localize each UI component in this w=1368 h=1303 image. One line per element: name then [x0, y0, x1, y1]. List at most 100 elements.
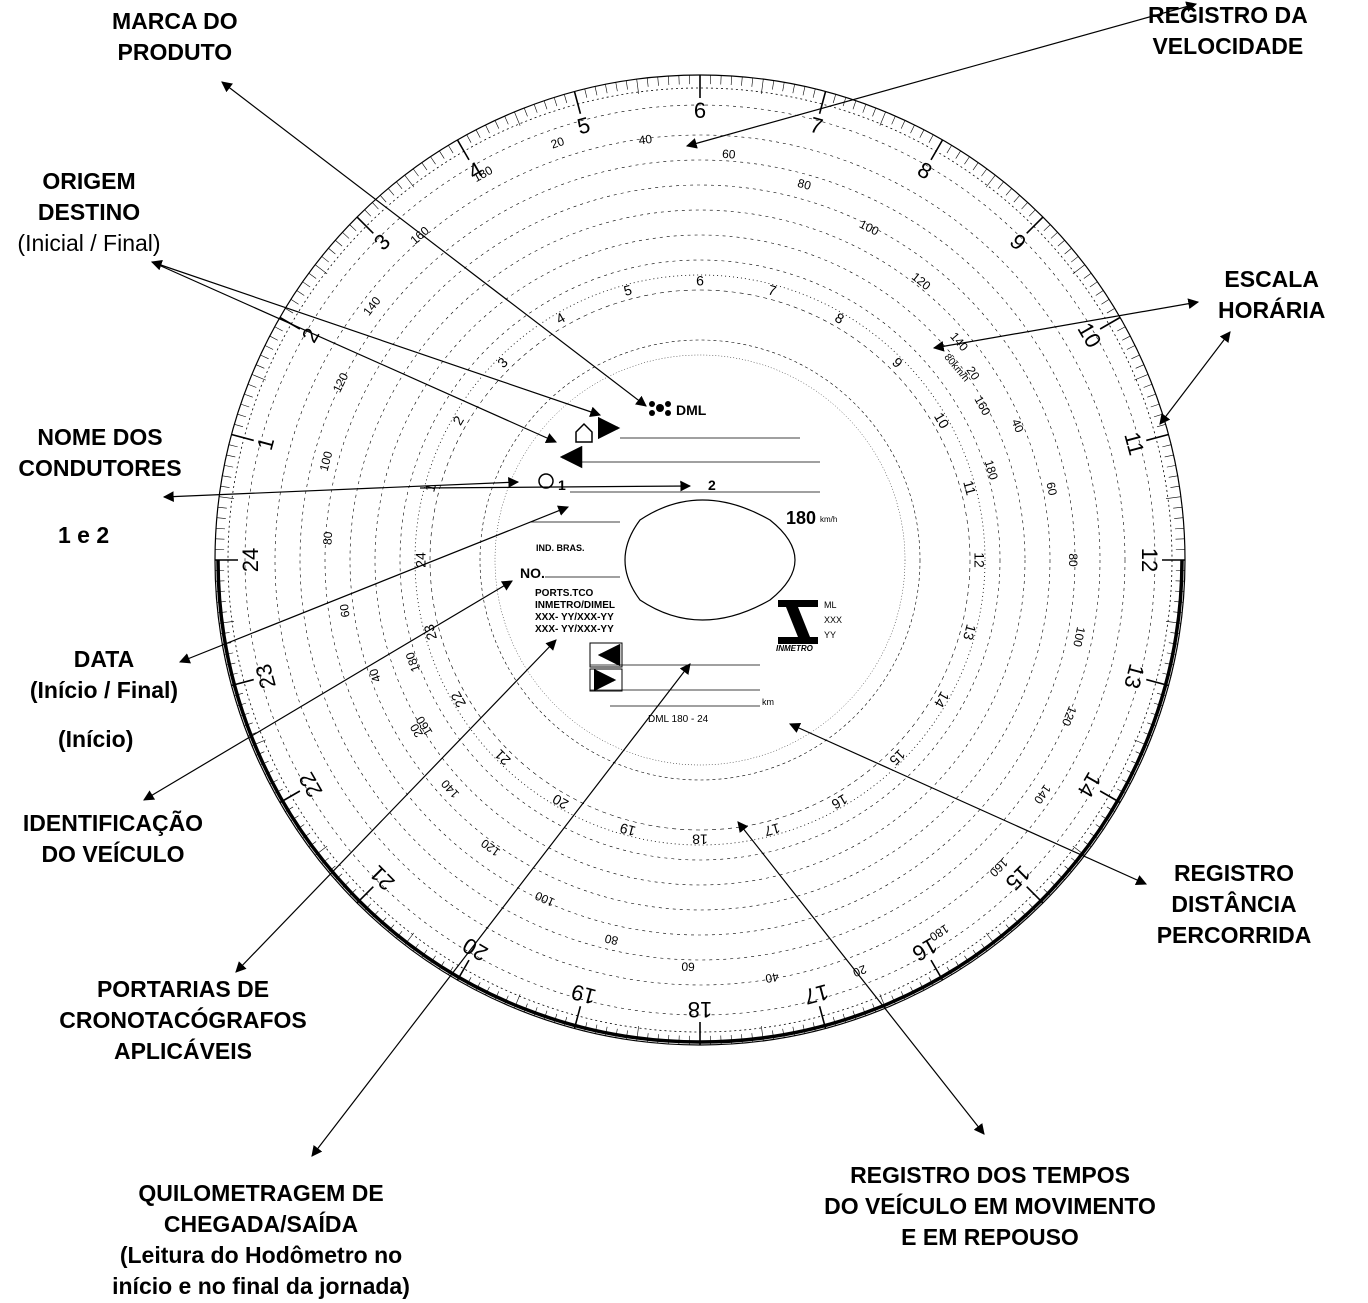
inmetro-codes: ML XXX YY — [824, 598, 842, 643]
inner-hour-label-11: 11 — [960, 479, 979, 497]
hour-tick — [1043, 224, 1051, 232]
hour-tick — [475, 129, 481, 138]
speed-label-100: 100 — [1070, 626, 1088, 649]
hour-tick — [928, 134, 934, 143]
center-hole — [624, 499, 796, 621]
hour-tick — [388, 188, 395, 196]
hour-tick — [456, 959, 470, 981]
hour-tick — [730, 76, 733, 86]
hour-tick — [1173, 611, 1183, 614]
hour-tick — [872, 107, 877, 117]
hour-tick — [466, 134, 472, 143]
speed-label-120: 120 — [478, 836, 503, 859]
hour-tick — [741, 76, 743, 86]
hour-tick — [1028, 903, 1036, 911]
hour-tick — [296, 290, 305, 296]
callout-marca-line-2: PRODUTO — [117, 39, 233, 65]
inner-hour-label-17: 17 — [762, 820, 781, 840]
hour-label-9: 9 — [1005, 229, 1031, 255]
hour-label-5: 5 — [574, 112, 592, 139]
inner-hour-label-16: 16 — [829, 791, 851, 813]
hour-tick — [1026, 886, 1044, 904]
callout-escala-line-2: HORÁRIA — [1218, 297, 1326, 323]
arrow-velocidade — [685, 1, 1198, 149]
hour-tick — [812, 88, 816, 98]
hour-tick — [523, 107, 528, 117]
speed-label-80: 80 — [1066, 553, 1080, 567]
speed-label-100: 100 — [317, 449, 336, 472]
hour-tick — [217, 506, 227, 509]
hour-tick — [421, 162, 428, 171]
callout-tempos-line-1: REGISTRO DOS TEMPOS — [850, 1162, 1130, 1188]
hour-tick — [1166, 652, 1176, 655]
callout-distancia: REGISTRO DISTÂNCIA PERCORRIDA — [1134, 858, 1334, 951]
hour-tick — [533, 104, 538, 113]
hour-tick — [237, 413, 247, 418]
speed-label-40: 40 — [764, 970, 780, 986]
hour-label-18: 18 — [688, 997, 712, 1022]
hour-label-2: 2 — [297, 324, 325, 347]
inmetro-code-2: XXX — [824, 615, 843, 625]
hour-tick — [997, 181, 1004, 189]
speed-label-40: 40 — [366, 667, 384, 685]
hour-tick — [1150, 712, 1160, 717]
max-speed-label: 180 — [786, 508, 817, 528]
hour-tick — [862, 104, 867, 113]
hour-tick — [782, 82, 785, 92]
hour-tick — [1162, 672, 1172, 676]
hour-tick — [456, 139, 470, 161]
hour-tick — [494, 120, 500, 129]
callout-marca-line-1: MARCA DO — [112, 8, 238, 34]
callout-data-line-1: DATA — [73, 646, 135, 672]
hour-label-7: 7 — [807, 112, 825, 139]
callout-quilometragem: QUILOMETRAGEM DE CHEGADA/SAÍDA (Leitura … — [70, 1178, 452, 1302]
inner-hour-label-4: 4 — [553, 309, 568, 327]
hour-tick — [667, 76, 670, 86]
inmetro-code-1: ML — [824, 600, 837, 610]
hour-tick — [625, 80, 628, 90]
arrow-escala-1 — [932, 298, 1200, 352]
hour-tick — [231, 433, 254, 442]
hour-tick — [1147, 393, 1156, 398]
speed-label-80: 80 — [603, 931, 619, 948]
speed-label-80: 80 — [796, 176, 813, 193]
hour-tick — [919, 129, 925, 138]
hour-tick — [605, 84, 608, 94]
callout-velocidade: REGISTRO DA VELOCIDADE — [1148, 0, 1308, 62]
hour-tick — [404, 175, 415, 188]
hour-tick — [1146, 433, 1169, 442]
hour-tick — [543, 100, 548, 110]
inner-hour-label-22: 22 — [447, 689, 469, 711]
hour-tick — [573, 91, 582, 114]
hour-tick — [251, 374, 266, 381]
home-icon — [575, 422, 593, 443]
speed-label-40: 40 — [638, 132, 653, 148]
callout-distancia-line-3: PERCORRIDA — [1156, 922, 1312, 948]
inner-hour-label-5: 5 — [622, 281, 634, 299]
hour-tick — [1156, 423, 1166, 428]
inner-hour-label-18: 18 — [692, 831, 708, 847]
hour-tick — [302, 281, 311, 288]
hour-tick — [228, 444, 238, 448]
hour-tick — [1165, 621, 1181, 624]
speed-label-120: 120 — [1059, 704, 1080, 728]
callout-marca: MARCA DO PRODUTO — [112, 6, 238, 68]
hour-tick — [891, 115, 896, 125]
speed-label-120: 120 — [909, 270, 934, 294]
hour-tick — [1005, 188, 1012, 196]
hour-tick — [1164, 662, 1174, 666]
portarias-block: PORTS.TCO INMETRO/DIMEL XXX- YY/XXX-YY X… — [535, 588, 615, 636]
callout-portarias-line-1: PORTARIAS DE — [96, 976, 270, 1002]
portarias-line-1: PORTS.TCO — [535, 588, 594, 599]
inner-hour-label-14: 14 — [931, 689, 953, 711]
hour-label-1: 1 — [252, 434, 279, 452]
hour-tick — [315, 264, 328, 275]
hour-tick — [772, 80, 775, 90]
hour-tick — [412, 168, 419, 177]
hour-tick — [1117, 326, 1126, 332]
hour-tick — [1013, 917, 1021, 925]
arrow-distancia — [789, 723, 1147, 885]
callout-portarias: PORTARIAS DE CRONOTACÓGRAFOS APLICÁVEIS — [28, 974, 338, 1067]
speed-label-60: 60 — [337, 603, 353, 619]
